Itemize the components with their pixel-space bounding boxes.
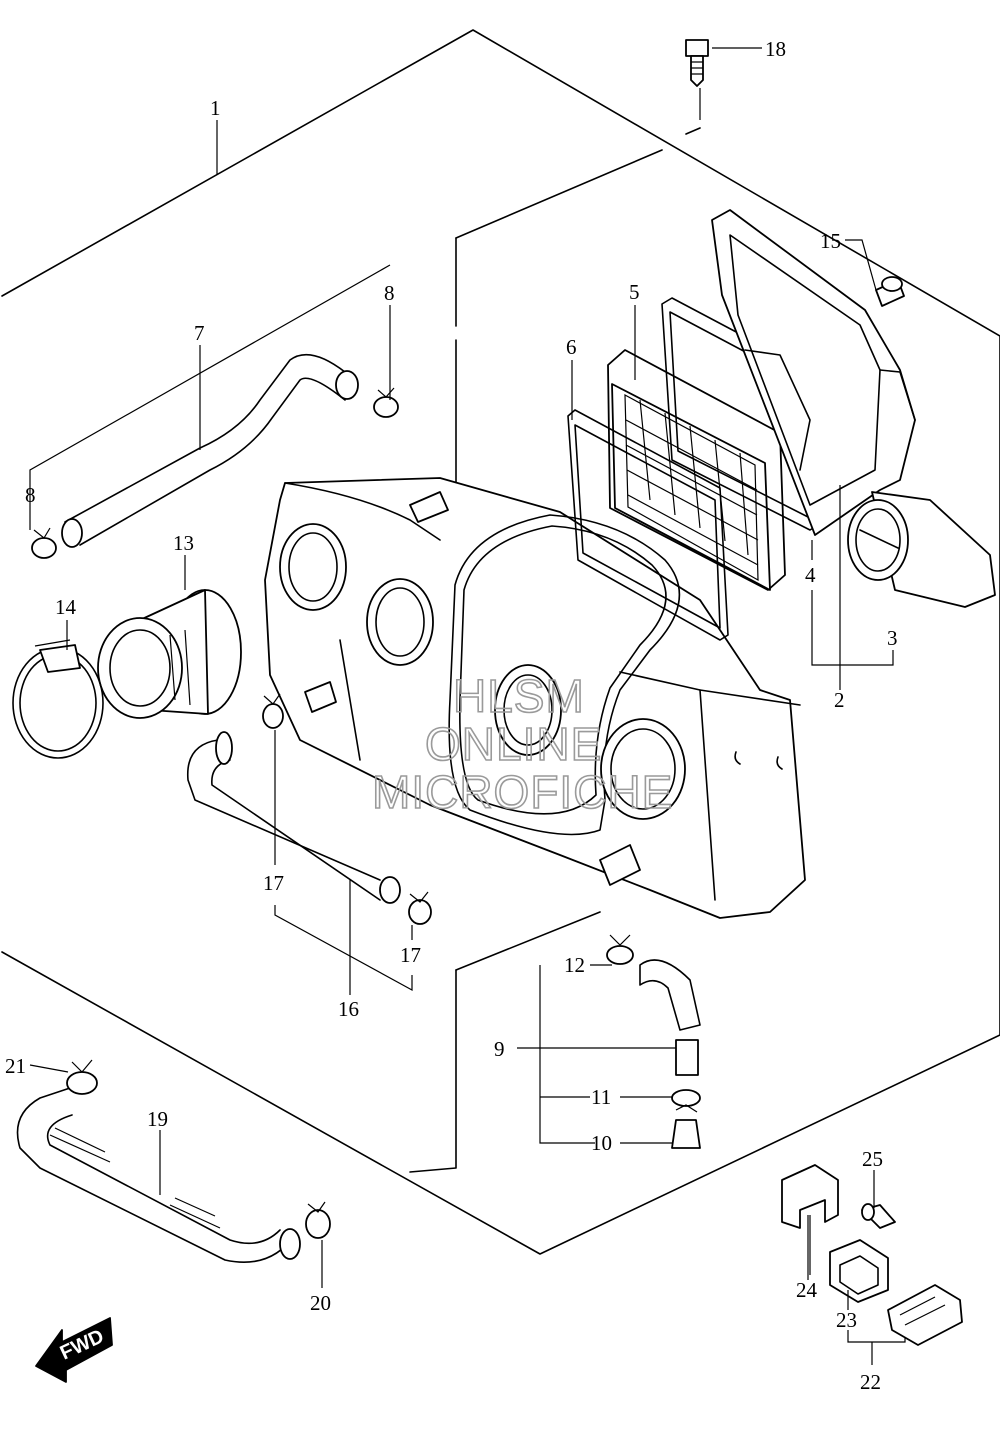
gasket-6 — [567, 409, 729, 641]
label-part-24: 24 — [796, 1278, 818, 1302]
label-part-11: 11 — [591, 1085, 611, 1109]
label-part-8-upper: 8 — [384, 281, 395, 305]
label-part-15: 15 — [820, 229, 841, 253]
inner-frame — [409, 127, 701, 1173]
drain-group — [606, 934, 701, 1149]
label-part-3: 3 — [887, 626, 898, 650]
bracket-24 — [781, 1164, 839, 1229]
connector-22 — [887, 1284, 963, 1346]
watermark-line-2: ONLINE — [425, 718, 602, 770]
bolt-25 — [861, 1203, 896, 1229]
label-part-25: 25 — [862, 1147, 883, 1171]
label-part-17-lower: 17 — [400, 943, 421, 967]
label-part-1: 1 — [210, 96, 221, 120]
label-part-10: 10 — [591, 1131, 612, 1155]
hose-19 — [16, 1087, 301, 1263]
bolt-18 — [685, 39, 709, 87]
label-part-12: 12 — [564, 953, 585, 977]
drain-hose-16 — [187, 731, 401, 904]
label-part-4: 4 — [805, 563, 816, 587]
intake-funnel — [847, 491, 996, 608]
label-part-6: 6 — [566, 335, 577, 359]
connector-23 — [829, 1239, 889, 1303]
leader-lines — [29, 47, 906, 1365]
screw-15 — [875, 276, 905, 307]
label-part-23: 23 — [836, 1308, 857, 1332]
watermark-line-1: HLSM — [453, 670, 585, 722]
label-part-19: 19 — [147, 1107, 168, 1131]
clamp-17-upper — [262, 693, 284, 729]
breather-hose-7 — [61, 353, 359, 548]
clamp-8-lower — [31, 527, 57, 559]
clamp-8-upper — [373, 387, 399, 418]
label-part-5: 5 — [629, 280, 640, 304]
label-part-16: 16 — [338, 997, 359, 1021]
label-part-20: 20 — [310, 1291, 331, 1315]
label-part-13: 13 — [173, 531, 194, 555]
intake-joint-13 — [97, 589, 242, 719]
label-part-17-upper: 17 — [263, 871, 284, 895]
label-part-8-lower: 8 — [25, 483, 36, 507]
label-part-2: 2 — [834, 688, 845, 712]
clamp-14 — [12, 639, 104, 759]
label-part-21: 21 — [5, 1054, 26, 1078]
watermark-line-3: MICROFICHE — [372, 766, 673, 818]
part-number-labels: 1 18 15 5 6 7 8 8 4 3 2 13 14 17 17 16 1… — [5, 37, 898, 1394]
fwd-arrow: FWD — [35, 1317, 113, 1383]
label-part-18: 18 — [765, 37, 786, 61]
label-part-7: 7 — [194, 321, 205, 345]
outer-frame — [1, 29, 1000, 1255]
label-part-22: 22 — [860, 1370, 881, 1394]
watermark: HLSM ONLINE MICROFICHE — [371, 669, 673, 819]
label-part-9: 9 — [494, 1037, 505, 1061]
label-part-14: 14 — [55, 595, 77, 619]
air-cleaner-housing — [264, 477, 806, 919]
air-cleaner-cover — [711, 209, 916, 536]
clamp-21 — [66, 1059, 98, 1095]
clamp-20 — [305, 1201, 331, 1239]
clamp-17-lower — [408, 891, 432, 925]
